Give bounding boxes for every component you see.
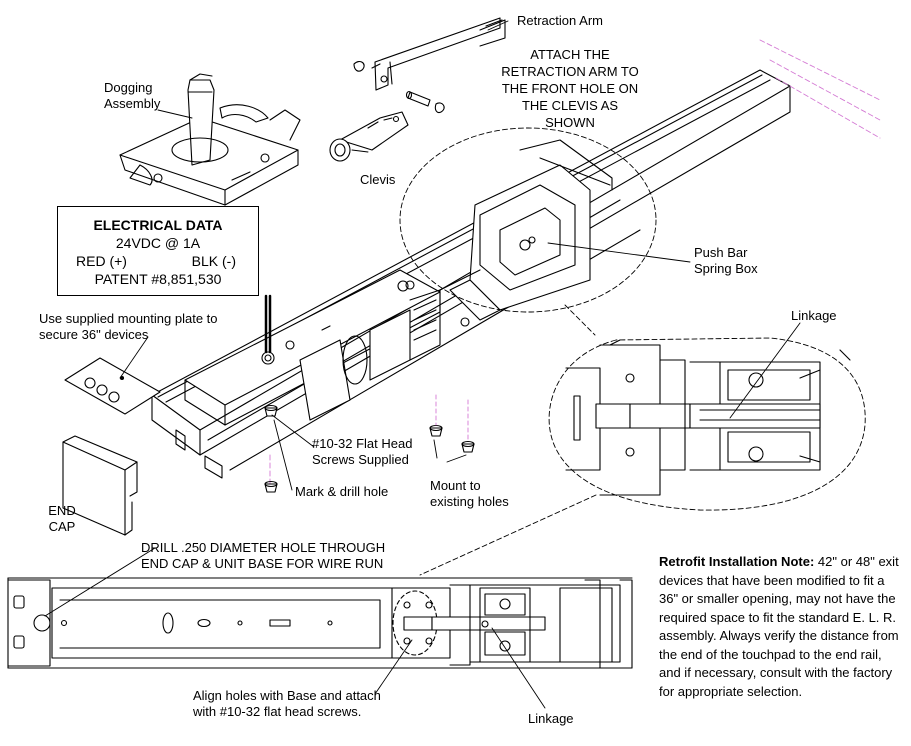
clevis-label: Clevis bbox=[360, 172, 396, 187]
dogging-label-line-2: Assembly bbox=[104, 96, 161, 111]
clevis bbox=[329, 111, 409, 162]
drill-note-line-1: DRILL .250 DIAMETER HOLE THROUGH bbox=[141, 540, 386, 555]
align-note-line-1: Align holes with Base and attach bbox=[193, 688, 381, 703]
dogging-assembly-label: Dogging Assembly bbox=[104, 80, 160, 112]
spring-box-line-2: Spring Box bbox=[694, 261, 758, 276]
mount-existing-line-1: Mount to bbox=[430, 478, 481, 493]
attach-note-line-2: RETRACTION ARM TO bbox=[501, 64, 639, 79]
screw-leader-lines bbox=[435, 394, 469, 441]
elr-module bbox=[184, 269, 470, 426]
mounting-plate-line-1: Use supplied mounting plate to bbox=[39, 311, 218, 326]
electrical-data-title: ELECTRICAL DATA bbox=[93, 217, 223, 233]
leader-lines bbox=[44, 20, 801, 709]
mounting-plate-line-2: secure 36" devices bbox=[39, 327, 149, 342]
red-wire-label: RED (+) bbox=[76, 253, 127, 269]
mount-existing-line-2: existing holes bbox=[430, 494, 509, 509]
flat-head-line-2: Screws Supplied bbox=[312, 452, 409, 467]
electrical-voltage: 24VDC @ 1A bbox=[115, 235, 201, 251]
attach-note-line-5: SHOWN bbox=[545, 115, 595, 130]
retraction-arm bbox=[371, 17, 506, 91]
detail-ellipse-upper bbox=[399, 127, 657, 313]
align-note: Align holes with Base and attach with #1… bbox=[193, 688, 381, 720]
wire-lead bbox=[264, 294, 272, 354]
attach-note-line-3: THE FRONT HOLE ON bbox=[501, 81, 639, 96]
end-cap-label: END CAP bbox=[40, 503, 84, 535]
attach-note-line-1: ATTACH THE bbox=[530, 47, 610, 62]
detail-connector bbox=[419, 304, 597, 576]
mark-drill-label: Mark & drill hole bbox=[295, 484, 389, 499]
drill-note-line-2: END CAP & UNIT BASE FOR WIRE RUN bbox=[141, 556, 384, 571]
pin bbox=[405, 90, 445, 114]
linkage-top-label: Linkage bbox=[791, 308, 837, 323]
attach-note-line-4: THE CLEVIS AS bbox=[521, 98, 619, 113]
mount-existing-label: Mount to existing holes bbox=[430, 478, 509, 510]
patent-number: PATENT #8,851,530 bbox=[94, 271, 222, 287]
clip-ring bbox=[353, 61, 365, 72]
attach-note: ATTACH THE RETRACTION ARM TO THE FRONT H… bbox=[490, 46, 650, 131]
end-cap-line-2: CAP bbox=[48, 519, 76, 534]
spring-box-line-1: Push Bar bbox=[694, 245, 748, 260]
electrical-data-box: ELECTRICAL DATA 24VDC @ 1A RED (+) BLK (… bbox=[57, 206, 259, 296]
end-cap-line-1: END bbox=[48, 503, 76, 518]
drill-note: DRILL .250 DIAMETER HOLE THROUGH END CAP… bbox=[141, 540, 385, 572]
flat-head-line-1: #10-32 Flat Head bbox=[312, 436, 413, 451]
linkage-detail bbox=[548, 337, 866, 511]
end-cap bbox=[62, 435, 138, 536]
retraction-arm-label: Retraction Arm bbox=[517, 13, 603, 28]
black-wire-label: BLK (-) bbox=[191, 253, 236, 269]
mounting-screws bbox=[264, 404, 475, 493]
electrical-wires: RED (+) BLK (-) bbox=[58, 252, 258, 270]
push-bar-spring-box-label: Push Bar Spring Box bbox=[694, 245, 758, 277]
dogging-label-line-1: Dogging bbox=[104, 80, 153, 95]
retrofit-note-body: 42" or 48" exit devices that have been m… bbox=[659, 554, 899, 699]
bottom-plan-view bbox=[7, 577, 633, 669]
mounting-plate-note: Use supplied mounting plate to secure 36… bbox=[39, 311, 218, 343]
mounting-plate bbox=[64, 357, 161, 415]
flat-head-screws-label: #10-32 Flat Head Screws Supplied bbox=[312, 436, 412, 468]
dogging-assembly bbox=[119, 73, 301, 206]
retrofit-installation-note: Retrofit Installation Note: 42" or 48" e… bbox=[659, 553, 899, 701]
align-note-line-2: with #10-32 flat head screws. bbox=[193, 704, 362, 719]
linkage-bottom-label: Linkage bbox=[528, 711, 574, 726]
retrofit-note-heading: Retrofit Installation Note: bbox=[659, 554, 815, 569]
